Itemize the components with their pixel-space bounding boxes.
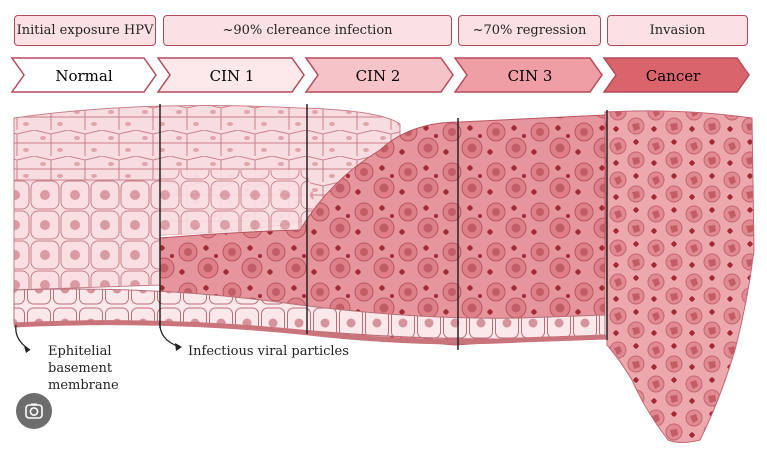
tissue-intermediate-layer-cin1 [160,170,314,235]
box-invasion-label: Invasion [649,23,706,38]
box-regression-label: ~70% regression [472,23,587,38]
stage-label-cin3: CIN 3 [508,67,553,85]
box-regression: ~70% regression [458,15,601,46]
box-invasion: Invasion [607,15,748,46]
viral-pointer-arrowhead [175,343,182,351]
tissue-intermediate-layer [13,179,161,291]
basement-pointer-arrow [15,324,31,351]
stage-arrow-cin1: CIN 1 [156,57,305,93]
box-clearance: ~90% clereance infection [163,15,452,46]
tissue-dysplasia [159,114,606,346]
stage-label-cancer: Cancer [646,67,701,85]
box-initial-exposure-label: Initial exposure HPV [16,23,154,38]
basement-membrane [13,320,607,345]
basement-pointer-arrowhead [24,346,30,353]
viral-particles-label: Infectious viral particles [188,344,349,359]
stage-label-normal: Normal [55,67,112,85]
stage-arrow-cancer: Cancer [602,57,750,93]
stage-label-cin2: CIN 2 [356,67,401,85]
box-clearance-label: ~90% clereance infection [222,23,393,38]
stage-arrow-normal: Normal [10,57,157,93]
basement-membrane-label: Ephitelial basement membrane [48,344,119,393]
stage-arrow-cin2: CIN 2 [304,57,454,93]
tissue-cancer-mass [604,110,755,443]
stage-arrow-cin3: CIN 3 [453,57,603,93]
box-initial-exposure: Initial exposure HPV [14,15,156,46]
stage-label-cin1: CIN 1 [210,67,255,85]
lens-search-icon[interactable] [16,393,52,429]
